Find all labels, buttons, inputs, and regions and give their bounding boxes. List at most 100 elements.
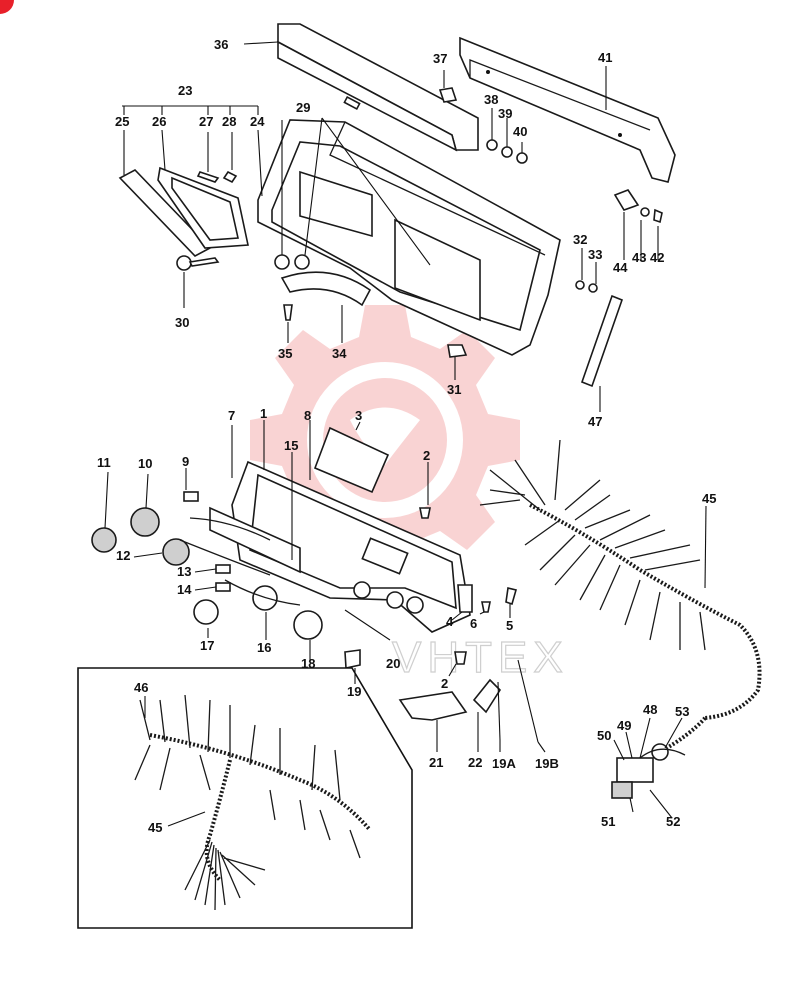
part-26-bezel-frame bbox=[157, 166, 249, 249]
label-21: 21 bbox=[429, 755, 443, 770]
part-11-gauge bbox=[91, 527, 117, 553]
part-41-right-rail bbox=[459, 36, 676, 183]
part-36-top-rail bbox=[277, 23, 479, 152]
part-45-main-harness bbox=[479, 439, 762, 754]
label-45: 45 bbox=[148, 820, 162, 835]
watermark-text: VHTEX bbox=[392, 633, 569, 682]
label-24: 24 bbox=[250, 114, 265, 129]
label-17: 17 bbox=[200, 638, 214, 653]
part-5-clip bbox=[505, 587, 517, 606]
label-4: 4 bbox=[446, 614, 454, 629]
label-51: 51 bbox=[601, 814, 615, 829]
label-44: 44 bbox=[613, 260, 628, 275]
part-38-nut bbox=[486, 139, 498, 151]
label-34: 34 bbox=[332, 346, 347, 361]
part-18-gauge bbox=[293, 610, 323, 640]
part-3-cover-plate bbox=[313, 426, 390, 494]
label-47: 47 bbox=[588, 414, 602, 429]
part-2-screw-upper bbox=[419, 507, 431, 519]
part-28-screw bbox=[222, 170, 238, 184]
label-22: 22 bbox=[468, 755, 482, 770]
label-19: 19 bbox=[347, 684, 361, 699]
label-28: 28 bbox=[222, 114, 236, 129]
part-43-washer bbox=[640, 207, 650, 217]
part-32-washer bbox=[575, 280, 585, 290]
part-6-screw bbox=[481, 601, 491, 613]
part-19a-cable bbox=[497, 681, 501, 741]
part-19b-cable bbox=[517, 659, 539, 743]
label-49: 49 bbox=[617, 718, 631, 733]
part-27-screw bbox=[196, 171, 220, 183]
part-31-clip bbox=[447, 344, 468, 358]
leader-lines bbox=[104, 41, 707, 827]
label-3: 3 bbox=[355, 408, 362, 423]
part-12-gauge bbox=[162, 538, 190, 566]
part-number-labels: 1 2 2 3 4 5 6 7 8 9 10 11 12 13 14 15 16… bbox=[97, 37, 716, 835]
label-25: 25 bbox=[115, 114, 129, 129]
part-4-bracket bbox=[457, 584, 473, 613]
label-2: 2 bbox=[423, 448, 430, 463]
label-16: 16 bbox=[257, 640, 271, 655]
label-23: 23 bbox=[178, 83, 192, 98]
part-42-screw bbox=[653, 208, 663, 224]
part-10-gauge bbox=[130, 507, 160, 537]
part-9-switch bbox=[183, 491, 199, 502]
part-29-knob-left bbox=[274, 254, 290, 270]
label-6: 6 bbox=[470, 616, 477, 631]
part-33-nut bbox=[588, 283, 598, 293]
label-1: 1 bbox=[260, 406, 267, 421]
label-53: 53 bbox=[675, 704, 689, 719]
label-48: 48 bbox=[643, 702, 657, 717]
part-29-knob-right bbox=[294, 254, 310, 270]
label-52: 52 bbox=[666, 814, 680, 829]
label-40: 40 bbox=[513, 124, 527, 139]
label-13: 13 bbox=[177, 564, 191, 579]
label-31: 31 bbox=[447, 382, 461, 397]
label-29: 29 bbox=[296, 100, 310, 115]
part-15-gauge-mount bbox=[209, 506, 301, 574]
part-44-bracket bbox=[613, 189, 640, 211]
label-18: 18 bbox=[301, 656, 315, 671]
label-12: 12 bbox=[116, 548, 130, 563]
part-21-cover bbox=[398, 691, 468, 721]
part-37-clip bbox=[438, 87, 458, 103]
part-35-screw bbox=[283, 304, 293, 321]
label-43: 43 bbox=[632, 250, 646, 265]
label-33: 33 bbox=[588, 247, 602, 262]
label-8: 8 bbox=[304, 408, 311, 423]
label-20: 20 bbox=[386, 656, 400, 671]
label-11: 11 bbox=[97, 455, 111, 470]
label-46: 46 bbox=[134, 680, 148, 695]
inset-frame bbox=[77, 667, 413, 929]
part-34-cable-guide bbox=[280, 271, 372, 307]
part-39-washer bbox=[501, 146, 513, 158]
label-39: 39 bbox=[498, 106, 512, 121]
part-40-nut bbox=[516, 152, 528, 164]
corner-brand-mark bbox=[0, 0, 14, 14]
label-15: 15 bbox=[284, 438, 298, 453]
label-2: 2 bbox=[441, 676, 448, 691]
label-32: 32 bbox=[573, 232, 587, 247]
part-30-ignition-key bbox=[176, 255, 220, 271]
label-7: 7 bbox=[228, 408, 235, 423]
label-9: 9 bbox=[182, 454, 189, 469]
part-17-lamp-housing bbox=[193, 599, 219, 625]
part-2-screw-lower bbox=[454, 651, 467, 665]
part-14-bulb bbox=[215, 582, 231, 592]
label-19b: 19B bbox=[535, 756, 559, 771]
part-13-bulb bbox=[215, 564, 231, 574]
label-14: 14 bbox=[177, 582, 192, 597]
part-22-bracket bbox=[472, 678, 502, 714]
label-35: 35 bbox=[278, 346, 292, 361]
label-30: 30 bbox=[175, 315, 189, 330]
label-10: 10 bbox=[138, 456, 152, 471]
label-5: 5 bbox=[506, 618, 513, 633]
part-45-inset-harness bbox=[134, 694, 372, 911]
label-45: 45 bbox=[702, 491, 716, 506]
label-19a: 19A bbox=[492, 756, 516, 771]
label-26: 26 bbox=[152, 114, 166, 129]
dash-wire-lead bbox=[179, 517, 301, 606]
label-50: 50 bbox=[597, 728, 611, 743]
part-48-ignition-switch bbox=[611, 743, 686, 799]
